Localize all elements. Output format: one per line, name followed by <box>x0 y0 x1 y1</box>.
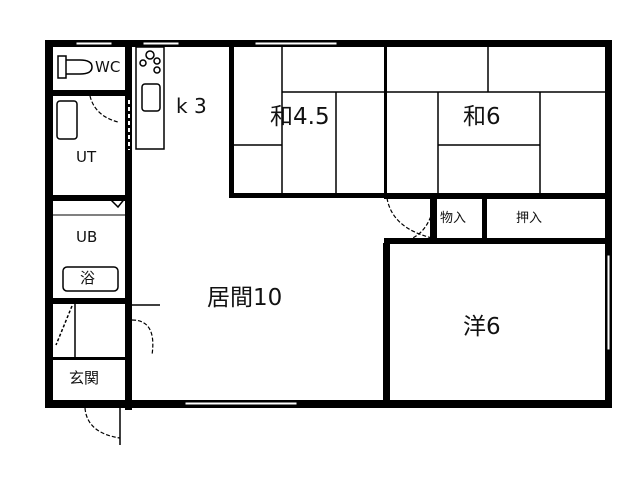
room-label-ut: UT <box>76 148 97 166</box>
top-windows <box>75 41 611 406</box>
door-swings <box>84 95 436 439</box>
kitchen-counter <box>135 46 165 150</box>
tatami-lines <box>234 47 605 193</box>
room-label-living: 居間10 <box>207 285 283 311</box>
room-label-kitchen: k 3 <box>176 94 207 118</box>
room-label-washitsu-4-5: 和4.5 <box>270 104 330 130</box>
room-label-western-6: 洋6 <box>463 314 501 340</box>
washbasin <box>56 100 78 140</box>
bathtub <box>62 266 119 292</box>
room-label-ub: UB <box>76 228 98 246</box>
toilet <box>57 55 93 79</box>
room-label-entrance: 玄関 <box>69 369 100 387</box>
room-label-washitsu-6: 和6 <box>463 104 501 130</box>
interior-walls <box>45 40 609 410</box>
room-label-closet: 押入 <box>516 211 543 226</box>
room-label-storage: 物入 <box>440 211 467 226</box>
room-label-wc: WC <box>95 58 121 76</box>
room-label-bath: 浴 <box>80 269 96 287</box>
